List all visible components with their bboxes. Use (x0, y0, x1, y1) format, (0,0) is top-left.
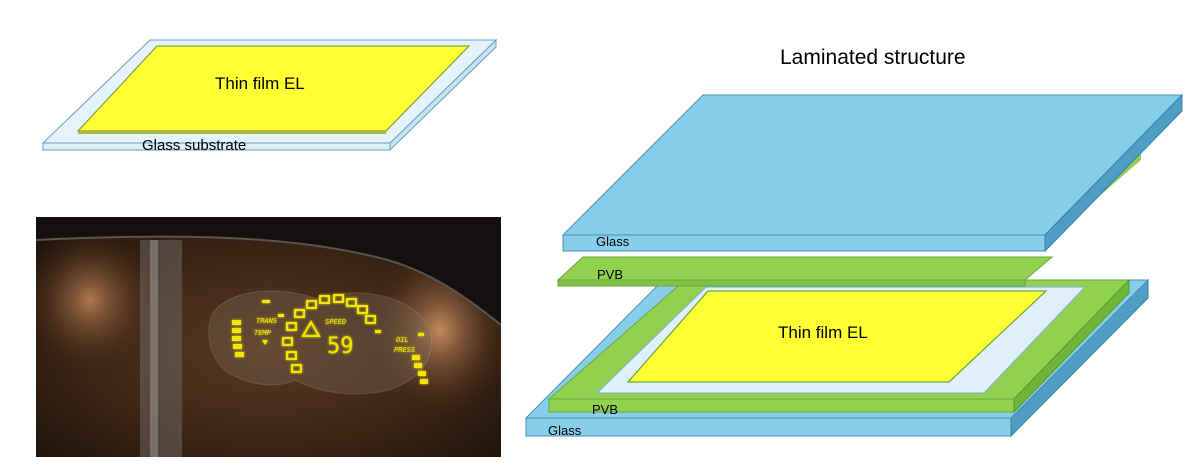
hud-text: TRANS TEMP SPEED 59 OIL PRESS (254, 317, 415, 359)
right-gauge-bar (414, 363, 422, 368)
top-glass-top (561, 94, 1184, 236)
top-pvb-layer: PVB (556, 256, 1054, 287)
speed-value: 59 (327, 334, 354, 359)
right-gauge-bar (418, 371, 426, 376)
indicator-dash (375, 330, 381, 333)
top-glass-side (1044, 93, 1183, 253)
top-pvb-front (557, 279, 1026, 287)
speed-arc-segment (365, 315, 376, 324)
thin-film-el-label: Thin film EL (215, 74, 305, 93)
bottom-glass-label: Glass (548, 423, 582, 438)
press-label: PRESS (394, 346, 415, 354)
laminated-structure-title: Laminated structure (780, 46, 966, 69)
temp-label: TEMP (254, 329, 272, 337)
top-glass-front (562, 234, 1046, 252)
thin-film-el-label: Thin film EL (778, 323, 868, 342)
bottom-glass-front (525, 417, 1012, 437)
bottom-pvb-layer: Thin film EL PVB (547, 278, 1131, 417)
indicator-dash (262, 300, 270, 303)
top-glass-layer: Glass (561, 93, 1184, 253)
speed-arc-segment (306, 300, 317, 309)
left-gauge-bar (232, 336, 241, 341)
top-pvb-label: PVB (597, 267, 623, 282)
speed-arc-segment (333, 294, 344, 303)
indicator-dash (278, 314, 284, 317)
laminated-structure-diagram: Laminated structure Glass Thin film EL P… (524, 46, 1184, 438)
bottom-pvb-front (548, 398, 1015, 413)
blurred-person-left (36, 225, 160, 375)
speed-arc-segment (346, 298, 357, 307)
speed-arc-segment (282, 337, 293, 346)
speed-arc-segment (294, 309, 305, 318)
thin-film-el-edge (78, 131, 386, 134)
left-gauge-bar (232, 320, 241, 325)
indicator-dash (418, 333, 424, 336)
right-gauge-bar (420, 379, 428, 384)
window-frame-post-highlight (150, 240, 158, 457)
window-frame-post (140, 240, 182, 457)
right-gauge-bar (412, 355, 420, 360)
speed-arc-segment (291, 364, 302, 373)
top-pvb-sheet (556, 256, 1054, 281)
speed-label: SPEED (325, 318, 346, 326)
speed-arc-segment (286, 351, 297, 360)
warning-triangle-icon (301, 319, 321, 337)
windshield-edge-line (36, 235, 501, 326)
bottom-pvb-side (1013, 278, 1130, 414)
windshield-top-shade (36, 217, 501, 325)
left-gauge-bar (235, 352, 244, 357)
left-gauge-bar (233, 344, 242, 349)
temp-pointer-icon (262, 340, 268, 345)
windshield-display-photo: TRANS TEMP SPEED 59 OIL PRESS (36, 217, 501, 457)
speed-arc-segment (357, 305, 368, 314)
oil-label: OIL (396, 336, 409, 344)
trans-label: TRANS (256, 317, 277, 325)
hud-readout (232, 294, 428, 384)
left-gauge-bar (232, 328, 241, 333)
el-on-glass-diagram: Thin film EL Glass substrate (41, 38, 498, 154)
top-glass-label: Glass (596, 234, 630, 249)
bottom-pvb-label: PVB (592, 402, 618, 417)
glass-substrate-label: Glass substrate (142, 137, 246, 154)
speed-arc-segment (286, 322, 297, 331)
thin-film-el-layer (626, 290, 1048, 383)
speed-arc-segment (319, 295, 330, 304)
